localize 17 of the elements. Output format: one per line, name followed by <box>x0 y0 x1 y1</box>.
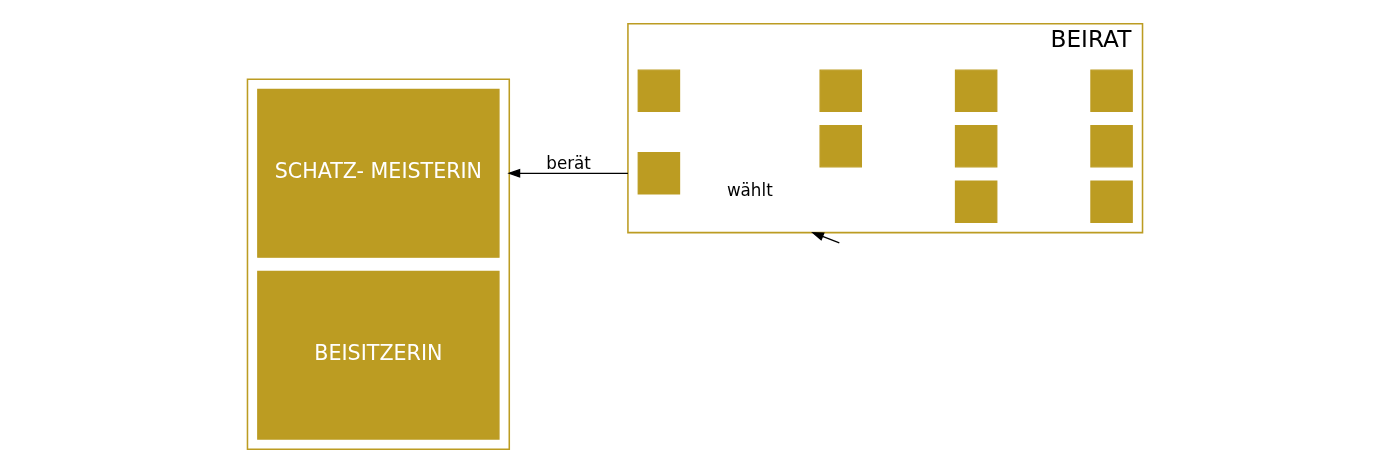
node-box <box>1090 124 1133 168</box>
node-box <box>819 124 862 168</box>
node-box: SCHATZ- MEISTERIN <box>257 88 500 258</box>
cluster <box>246 78 511 451</box>
node-box <box>954 180 998 223</box>
edge-label: berät <box>546 152 591 173</box>
arrow <box>811 231 840 244</box>
node-box <box>637 69 681 113</box>
node-box <box>1090 69 1133 113</box>
node-box <box>1090 180 1133 223</box>
edge-label: wählt <box>726 179 773 200</box>
node-box: BEISITZERIN <box>257 270 500 440</box>
node-box <box>954 69 998 113</box>
node-box <box>637 152 681 195</box>
node-box <box>954 124 998 168</box>
arrow <box>507 168 629 178</box>
node-box <box>819 69 862 113</box>
